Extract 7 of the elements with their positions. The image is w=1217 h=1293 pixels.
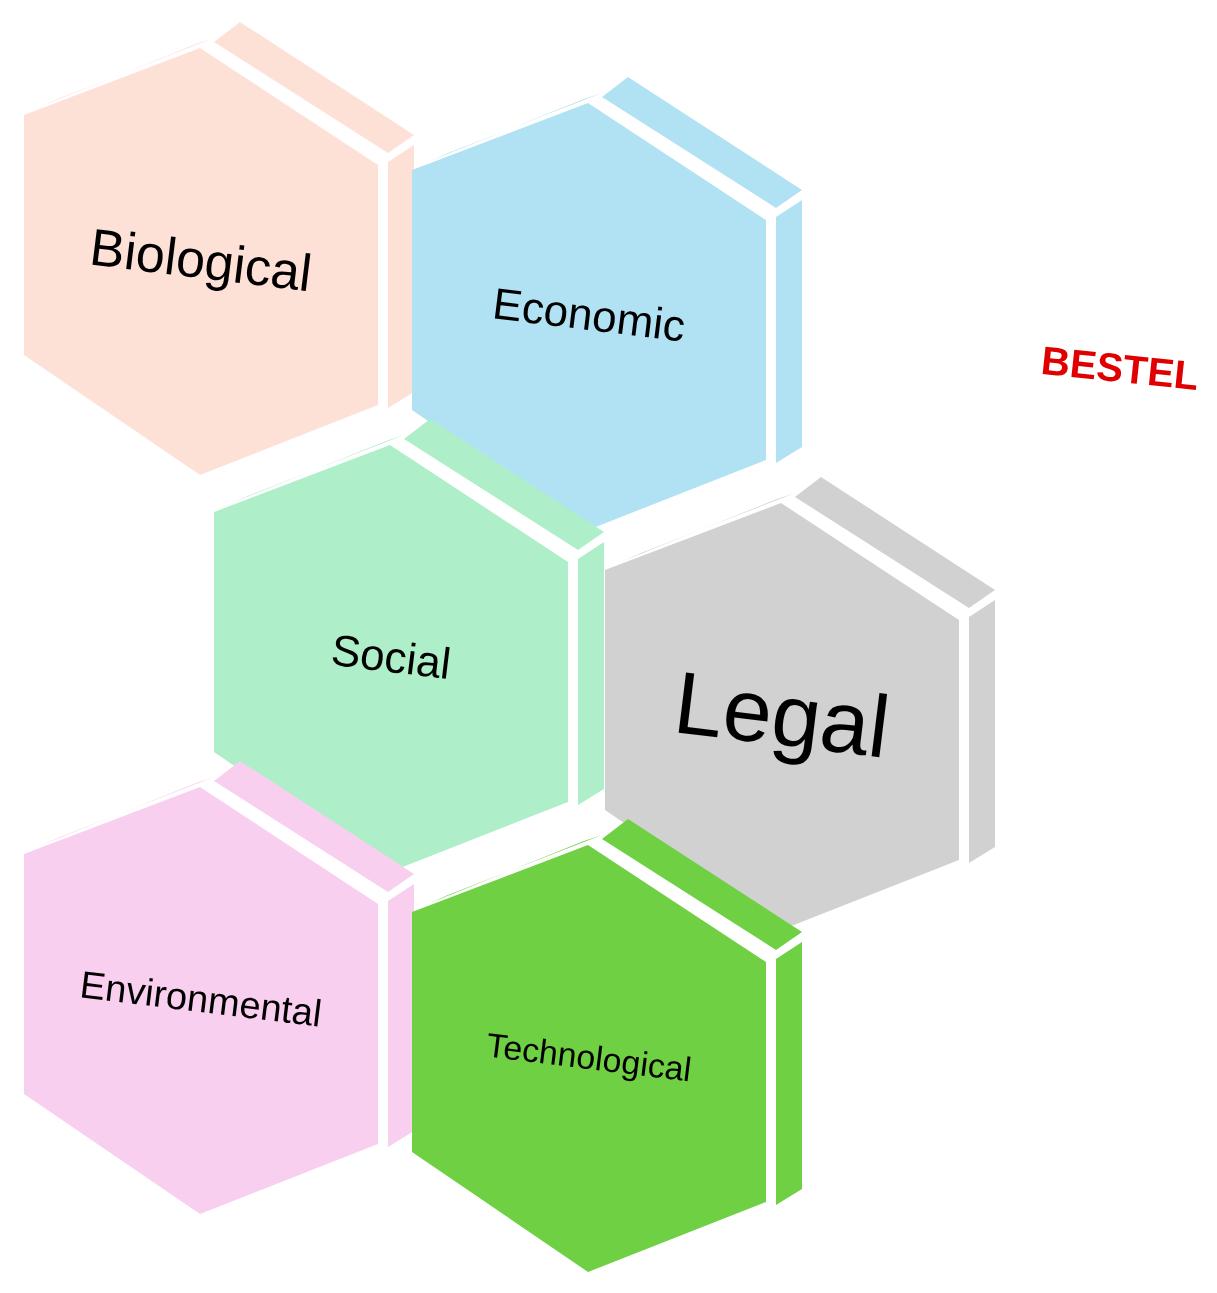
hexagon-label: Social (328, 627, 454, 687)
acronym-text: BESTEL (1039, 339, 1201, 397)
hexagon-label: Technological (484, 1027, 694, 1087)
hexagon-label: Legal (669, 658, 895, 772)
hexagon-label: Environmental (78, 965, 324, 1033)
hexagon-label: Biological (87, 220, 315, 300)
hexagon-label: Economic (490, 281, 688, 349)
